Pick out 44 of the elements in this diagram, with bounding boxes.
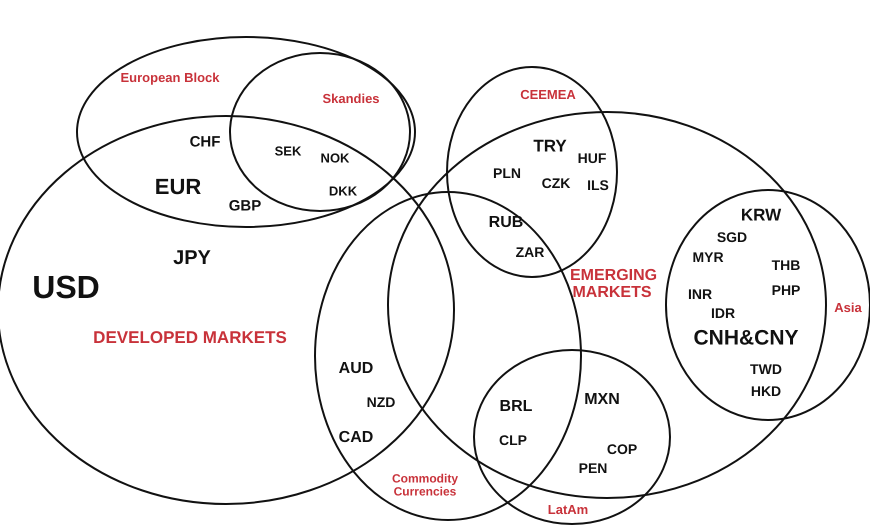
set-label: LatAm bbox=[548, 503, 588, 517]
currency-code: ZAR bbox=[516, 245, 544, 259]
currency-code: SGD bbox=[716, 230, 748, 244]
set-label: CEEMEA bbox=[520, 88, 576, 102]
set-label: EMERGING MARKETS bbox=[570, 268, 654, 302]
currency-code: MYR bbox=[692, 250, 724, 264]
currency-code: JPY bbox=[173, 248, 211, 268]
venn-ellipse bbox=[473, 349, 671, 525]
currency-code: INR bbox=[688, 287, 712, 301]
currency-code: RUB bbox=[488, 215, 524, 231]
currency-code: CHF bbox=[190, 134, 220, 150]
currency-code: USD bbox=[32, 271, 100, 303]
currency-code: EUR bbox=[154, 176, 202, 198]
currency-code: HKD bbox=[750, 384, 782, 398]
currency-code: TRY bbox=[533, 138, 567, 154]
currency-code: CNH&CNY bbox=[694, 328, 798, 348]
currency-code: CAD bbox=[338, 430, 374, 446]
currency-code: THB bbox=[772, 258, 800, 272]
currency-code: PHP bbox=[772, 283, 800, 297]
venn-ellipse bbox=[229, 52, 411, 212]
venn-ellipse bbox=[76, 36, 416, 228]
currency-code: MXN bbox=[584, 392, 620, 408]
set-label: DEVELOPED MARKETS bbox=[93, 329, 287, 347]
currency-code: PLN bbox=[493, 166, 521, 180]
currency-code: AUD bbox=[338, 361, 374, 377]
currency-code: PEN bbox=[578, 461, 608, 475]
currency-code: DKK bbox=[328, 184, 358, 198]
currency-code: CZK bbox=[542, 176, 570, 190]
currency-code: HUF bbox=[578, 151, 606, 165]
set-label: Commodity Currencies bbox=[391, 472, 459, 498]
currency-code: ILS bbox=[587, 178, 609, 192]
set-label: European Block bbox=[120, 71, 220, 85]
currency-code: NZD bbox=[366, 395, 396, 409]
currency-code: COP bbox=[606, 442, 638, 456]
currency-code: IDR bbox=[710, 306, 736, 320]
set-label: Asia bbox=[834, 301, 862, 315]
currency-code: NOK bbox=[320, 152, 350, 164]
currency-code: BRL bbox=[500, 399, 532, 415]
currency-code: GBP bbox=[228, 198, 262, 214]
currency-code: TWD bbox=[750, 362, 782, 376]
currency-code: KRW bbox=[740, 206, 782, 224]
set-label: Skandies bbox=[322, 92, 380, 106]
currency-code: CLP bbox=[499, 433, 527, 447]
currency-code: SEK bbox=[274, 144, 302, 158]
